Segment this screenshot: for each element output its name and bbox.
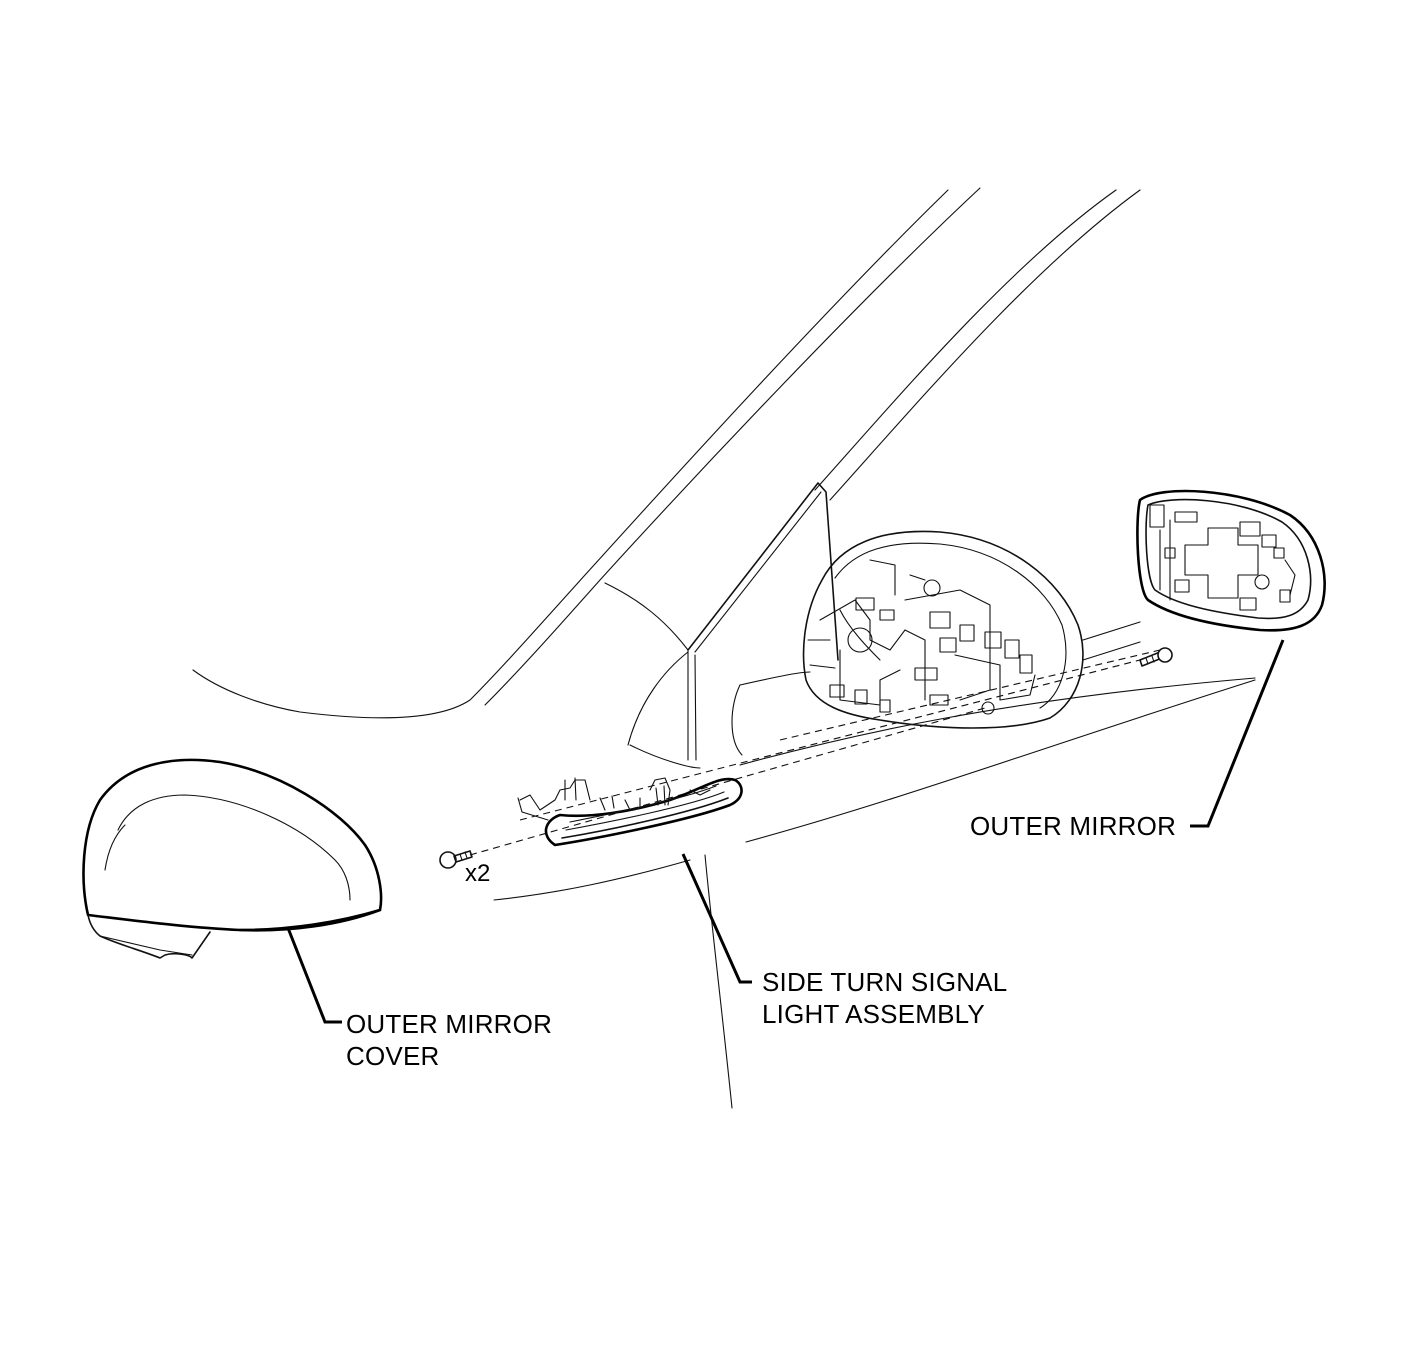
side-turn-signal-label-line1: SIDE TURN SIGNAL [762, 967, 1008, 997]
side-turn-signal-label-line2: LIGHT ASSEMBLY [762, 999, 985, 1029]
screw-quantity-label: x2 [465, 860, 491, 887]
outer-mirror-cover-part [82, 758, 383, 959]
leader-lines [286, 639, 1285, 1024]
vehicle-body-outline [192, 187, 1256, 1109]
screw-icon [439, 850, 473, 869]
side-turn-signal-light-part [517, 777, 743, 847]
outer-mirror-glass-part [1136, 489, 1326, 632]
outer-mirror-label-text: OUTER MIRROR [970, 811, 1177, 841]
assembly-guide-lines [469, 649, 1161, 856]
outer-mirror-cover-label: OUTER MIRROR COVER [346, 1008, 552, 1072]
mirror-screw-icon [1139, 647, 1173, 667]
side-turn-signal-light-assembly-label: SIDE TURN SIGNAL LIGHT ASSEMBLY [762, 966, 1007, 1030]
mirror-housing-body [802, 530, 1084, 729]
outer-mirror-cover-label-line2: COVER [346, 1041, 440, 1071]
outer-mirror-cover-label-line1: OUTER MIRROR [346, 1009, 553, 1039]
outer-mirror-label: OUTER MIRROR [970, 810, 1176, 842]
